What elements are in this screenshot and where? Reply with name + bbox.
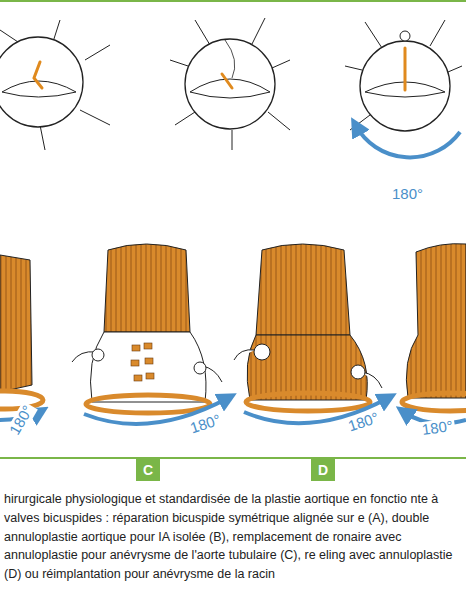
rotation-angle: 180°	[390, 186, 425, 203]
rotation-angle: 180°	[419, 418, 456, 439]
figure-caption: hirurgicale physiologique et standardisé…	[4, 490, 462, 584]
panel-letter-text: C	[143, 462, 153, 478]
panel-letter-text: D	[318, 462, 328, 478]
panel-letter: C	[136, 459, 160, 481]
panel-letter: D	[311, 459, 335, 481]
